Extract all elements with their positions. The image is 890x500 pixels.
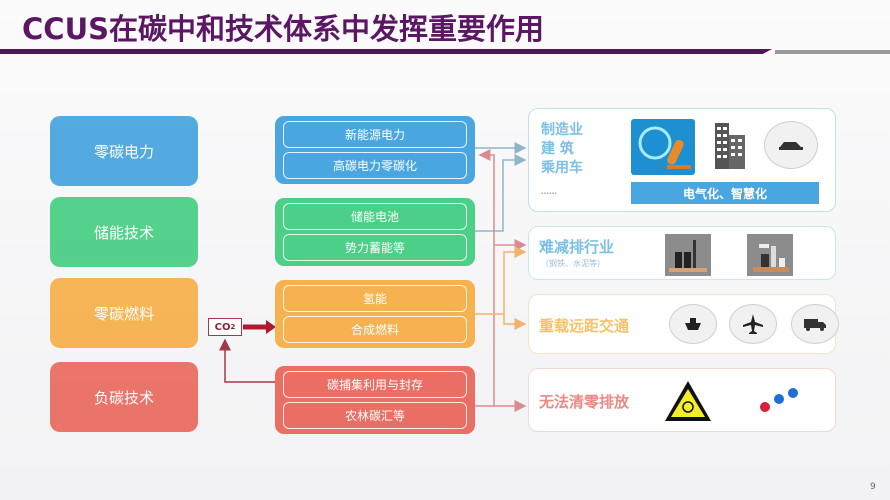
- airplane-icon: [729, 304, 777, 344]
- tech-item: 高碳电力零碳化: [283, 152, 467, 179]
- tech-group-fuel: 氢能 合成燃料: [275, 280, 475, 348]
- panel-ellipsis: ……: [541, 187, 557, 196]
- panel-label: 无法清零排放: [539, 393, 630, 411]
- truck-icon: [791, 304, 839, 344]
- panel-label: 重载远距交通: [539, 317, 630, 335]
- tech-item: 碳捕集利用与封存: [283, 371, 467, 398]
- industrial-plant-icon: [747, 234, 793, 276]
- molecule-icon: [757, 383, 807, 417]
- tech-group-power: 新能源电力 高碳电力零碳化: [275, 116, 475, 184]
- page-number: 9: [870, 482, 876, 492]
- panel-hard-to-abate: 难减排行业 （钢铁、水泥等）: [528, 226, 836, 280]
- tech-item: 储能电池: [283, 203, 467, 230]
- category-energy-storage: 储能技术: [50, 197, 198, 267]
- tech-item: 新能源电力: [283, 121, 467, 148]
- co2-text: CO: [214, 321, 231, 333]
- title-underline-grey: [775, 50, 890, 54]
- factory-icon: [665, 234, 711, 276]
- panel-line: 制造业: [541, 122, 583, 138]
- tech-group-negative-carbon: 碳捕集利用与封存 农林碳汇等: [275, 366, 475, 434]
- panel-heavy-transport: 重载远距交通: [528, 294, 839, 354]
- ship-icon: [669, 304, 717, 344]
- building-icon: [707, 121, 749, 171]
- title-underline-purple: [0, 49, 772, 54]
- panel-line: 乘用车: [541, 160, 583, 176]
- panel-sublabel: （钢铁、水泥等）: [541, 259, 605, 268]
- category-zero-carbon-fuel: 零碳燃料: [50, 278, 198, 348]
- slide-title: CCUS在碳中和技术体系中发挥重要作用: [22, 12, 545, 46]
- robot-arm-icon: [631, 119, 695, 175]
- tech-item: 氢能: [283, 285, 467, 312]
- tech-item: 势力蓄能等: [283, 234, 467, 261]
- co2-subscript: 2: [230, 323, 236, 331]
- tech-group-storage: 储能电池 势力蓄能等: [275, 198, 475, 266]
- tech-item: 合成燃料: [283, 316, 467, 343]
- panel-residual-emissions: 无法清零排放: [528, 368, 836, 432]
- tech-item: 农林碳汇等: [283, 402, 467, 429]
- hazard-warning-icon: [663, 379, 713, 423]
- panel-line: 建 筑: [541, 141, 574, 157]
- category-zero-carbon-power: 零碳电力: [50, 116, 198, 186]
- car-icon: [764, 121, 818, 169]
- panel-electrification: 制造业 建 筑 乘用车 …… 电气化、: [528, 108, 836, 212]
- category-negative-carbon: 负碳技术: [50, 362, 198, 432]
- panel-label: 难减排行业: [539, 238, 615, 256]
- electrification-banner: 电气化、智慧化: [631, 182, 819, 204]
